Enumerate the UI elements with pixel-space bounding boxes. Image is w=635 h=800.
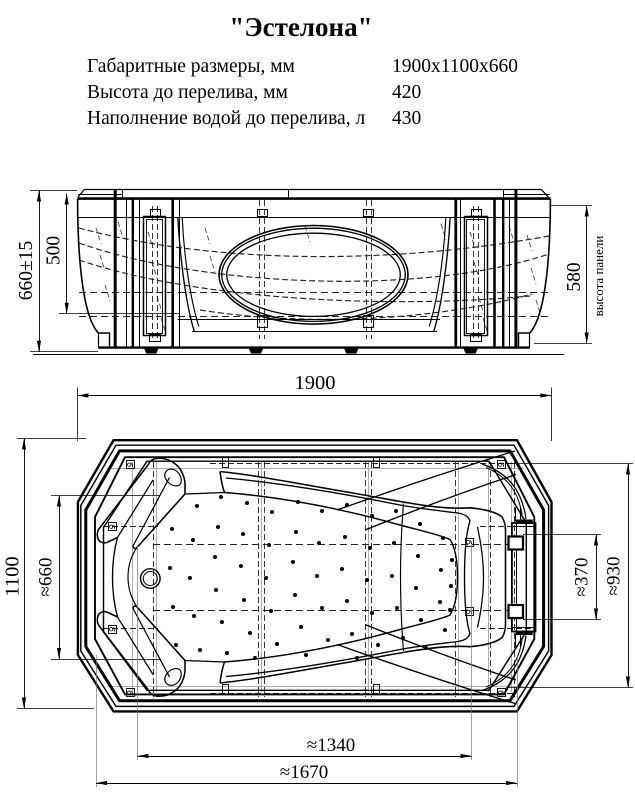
svg-text:Наполнение водой до перелива,: Наполнение водой до перелива, л <box>87 108 365 129</box>
svg-text:1900х1100х660: 1900х1100х660 <box>392 56 518 77</box>
svg-text:1900: 1900 <box>295 372 336 394</box>
svg-text:500: 500 <box>44 236 65 265</box>
svg-text:Габаритные размеры, мм: Габаритные размеры, мм <box>87 56 295 77</box>
svg-text:высота панели: высота панели <box>591 236 606 317</box>
svg-text:≈1340: ≈1340 <box>307 735 355 756</box>
svg-text:≈930: ≈930 <box>604 557 625 596</box>
svg-text:"Эстелона": "Эстелона" <box>229 12 372 42</box>
svg-text:≈1670: ≈1670 <box>280 762 328 783</box>
svg-text:580: 580 <box>564 262 585 291</box>
svg-text:420: 420 <box>392 82 421 103</box>
svg-text:430: 430 <box>392 108 421 129</box>
svg-text:≈660: ≈660 <box>36 558 57 597</box>
svg-text:≈370: ≈370 <box>572 558 593 597</box>
svg-text:Высота до перелива, мм: Высота до перелива, мм <box>87 82 288 103</box>
svg-text:660±15: 660±15 <box>16 241 37 300</box>
svg-text:1100: 1100 <box>2 556 24 596</box>
